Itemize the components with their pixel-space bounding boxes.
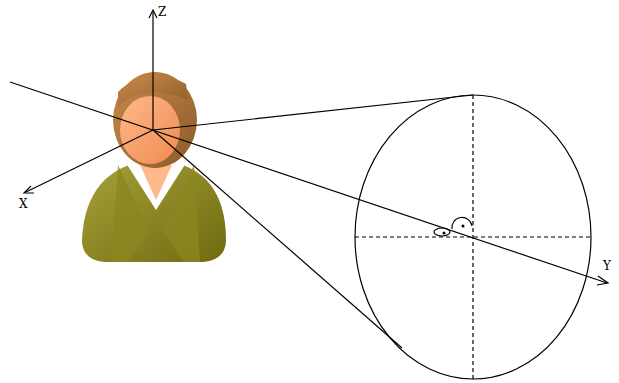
- angle-dot: [462, 225, 465, 228]
- y-axis: [10, 82, 607, 283]
- dashed-axis: [472, 95, 473, 379]
- angle-arc: [434, 228, 450, 236]
- y-arrowhead: [597, 276, 608, 285]
- axis-label: Y: [603, 260, 611, 272]
- x-arrowhead: [24, 186, 34, 193]
- axis-label: Z: [158, 6, 166, 18]
- angle-arc: [452, 217, 472, 229]
- angle-dot: [443, 232, 446, 235]
- dashed-axis: [355, 236, 591, 237]
- person-icon: [82, 72, 226, 262]
- view-cone-line: [153, 95, 473, 130]
- view-ellipse: [355, 95, 591, 379]
- z-arrowhead: [149, 10, 157, 18]
- axis-label: X: [19, 198, 28, 210]
- z-axis: [152, 12, 153, 130]
- view-cone-line: [153, 130, 402, 348]
- x-axis: [26, 130, 153, 192]
